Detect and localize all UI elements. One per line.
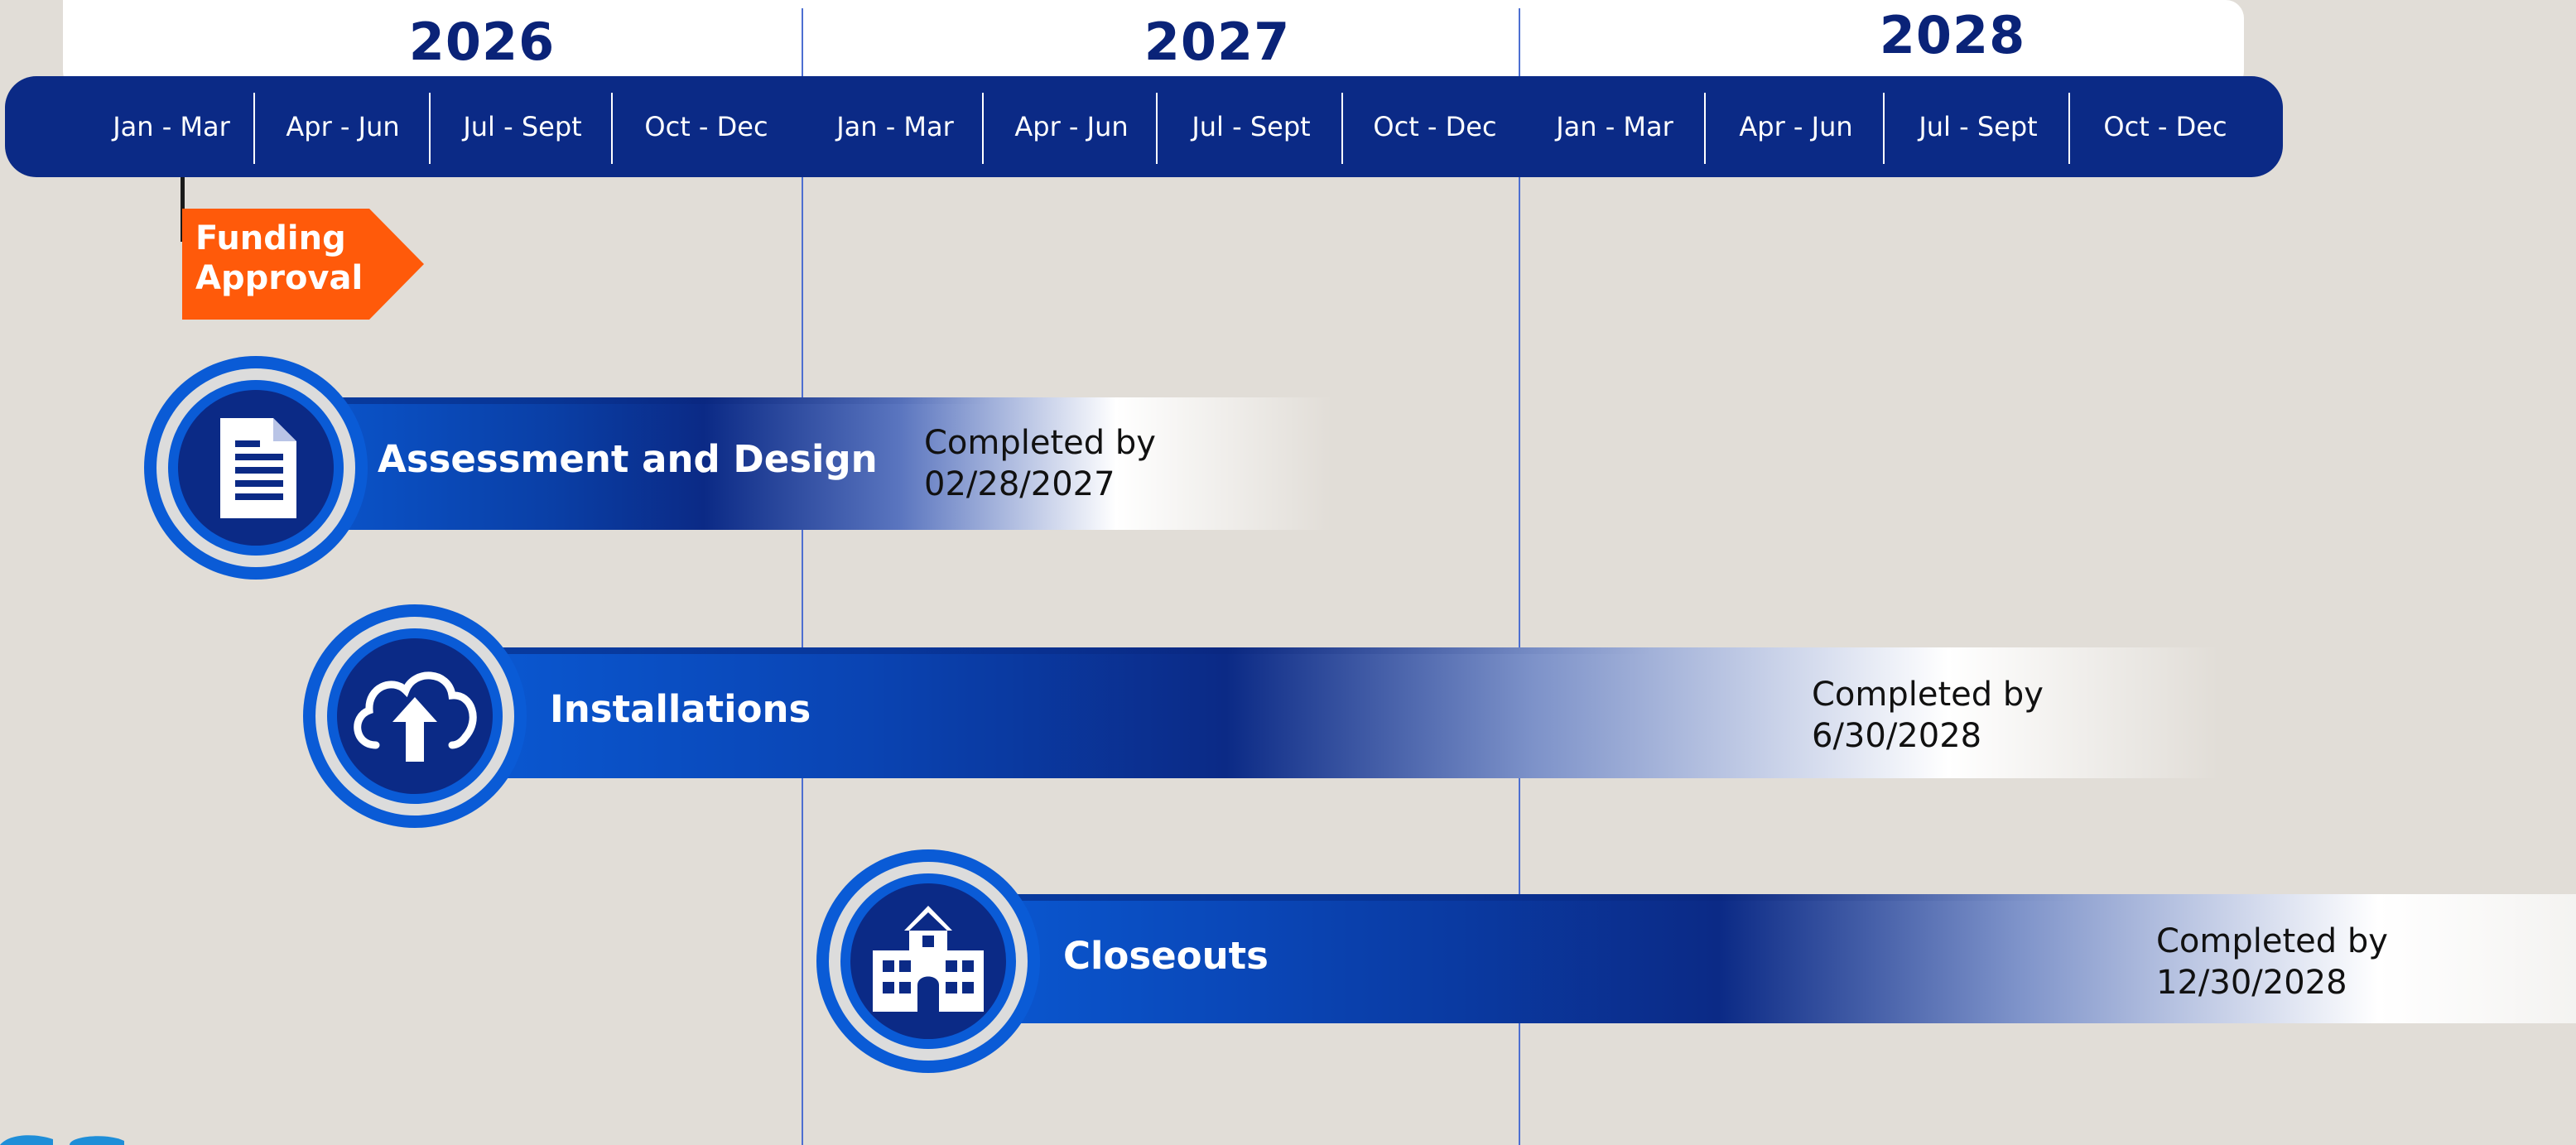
milestone-flag bbox=[182, 209, 424, 320]
year-label-2028: 2028 bbox=[1879, 5, 2026, 65]
cloud-upload-icon bbox=[303, 604, 527, 828]
quarter-label: Jul - Sept bbox=[1192, 111, 1311, 142]
phase-title: Assessment and Design bbox=[378, 437, 878, 481]
year-label-2027: 2027 bbox=[1144, 12, 1291, 72]
phase-bar-installations-shadow bbox=[414, 647, 1656, 654]
quarter-label: Apr - Jun bbox=[286, 111, 400, 142]
completion-label: Completed by bbox=[2156, 922, 2388, 960]
phase-bar-installations bbox=[414, 647, 2219, 778]
logo-fragment bbox=[0, 1135, 124, 1145]
quarter-label: Jul - Sept bbox=[463, 111, 582, 142]
year-label-2026: 2026 bbox=[408, 12, 556, 72]
quarter-divider bbox=[1341, 93, 1343, 164]
completion-date: 12/30/2028 bbox=[2156, 964, 2347, 1002]
milestone-label-line1: Funding bbox=[195, 219, 346, 257]
quarter-divider bbox=[1704, 93, 1706, 164]
phase-bar-closeouts bbox=[927, 894, 2576, 1023]
quarter-divider bbox=[982, 93, 984, 164]
quarter-label: Oct - Dec bbox=[644, 111, 768, 142]
phase-bar-closeouts-shadow bbox=[927, 894, 2087, 901]
quarter-label: Apr - Jun bbox=[1739, 111, 1853, 142]
milestone-label: Funding Approval bbox=[195, 219, 363, 298]
quarter-label: Jan - Mar bbox=[113, 111, 230, 142]
completion-label: Completed by bbox=[1812, 676, 2044, 714]
phase-completion: Completed by 12/30/2028 bbox=[2156, 921, 2388, 1003]
year-divider-2027 bbox=[802, 8, 803, 1145]
phase-title: Closeouts bbox=[1063, 934, 1269, 978]
completion-date: 02/28/2027 bbox=[924, 465, 1115, 503]
phase-title: Installations bbox=[550, 687, 811, 731]
milestone-label-line2: Approval bbox=[195, 259, 364, 297]
quarter-divider bbox=[1883, 93, 1885, 164]
phase-bar-assessment bbox=[248, 397, 1333, 530]
quarter-bar: Jan - Mar Apr - Jun Jul - Sept Oct - Dec… bbox=[5, 76, 2283, 177]
completion-label: Completed by bbox=[924, 424, 1156, 462]
quarter-label: Jan - Mar bbox=[1556, 111, 1673, 142]
year-divider-2028 bbox=[1519, 8, 1520, 1145]
school-building-icon bbox=[816, 849, 1040, 1073]
phase-bar-assessment-shadow bbox=[248, 397, 994, 404]
quarter-label: Oct - Dec bbox=[1373, 111, 1497, 142]
quarter-divider bbox=[2068, 93, 2070, 164]
year-header: 2026 2027 2028 bbox=[63, 0, 2244, 89]
quarter-divider bbox=[429, 93, 431, 164]
phase-completion: Completed by 6/30/2028 bbox=[1812, 674, 2044, 757]
completion-date: 6/30/2028 bbox=[1812, 717, 1982, 755]
quarter-label: Jul - Sept bbox=[1919, 111, 2038, 142]
phase-completion: Completed by 02/28/2027 bbox=[924, 422, 1156, 505]
quarter-label: Oct - Dec bbox=[2103, 111, 2227, 142]
document-icon bbox=[144, 356, 368, 580]
quarter-divider bbox=[1156, 93, 1158, 164]
quarter-divider bbox=[253, 93, 255, 164]
quarter-divider bbox=[611, 93, 613, 164]
quarter-label: Jan - Mar bbox=[836, 111, 954, 142]
quarter-label: Apr - Jun bbox=[1014, 111, 1129, 142]
